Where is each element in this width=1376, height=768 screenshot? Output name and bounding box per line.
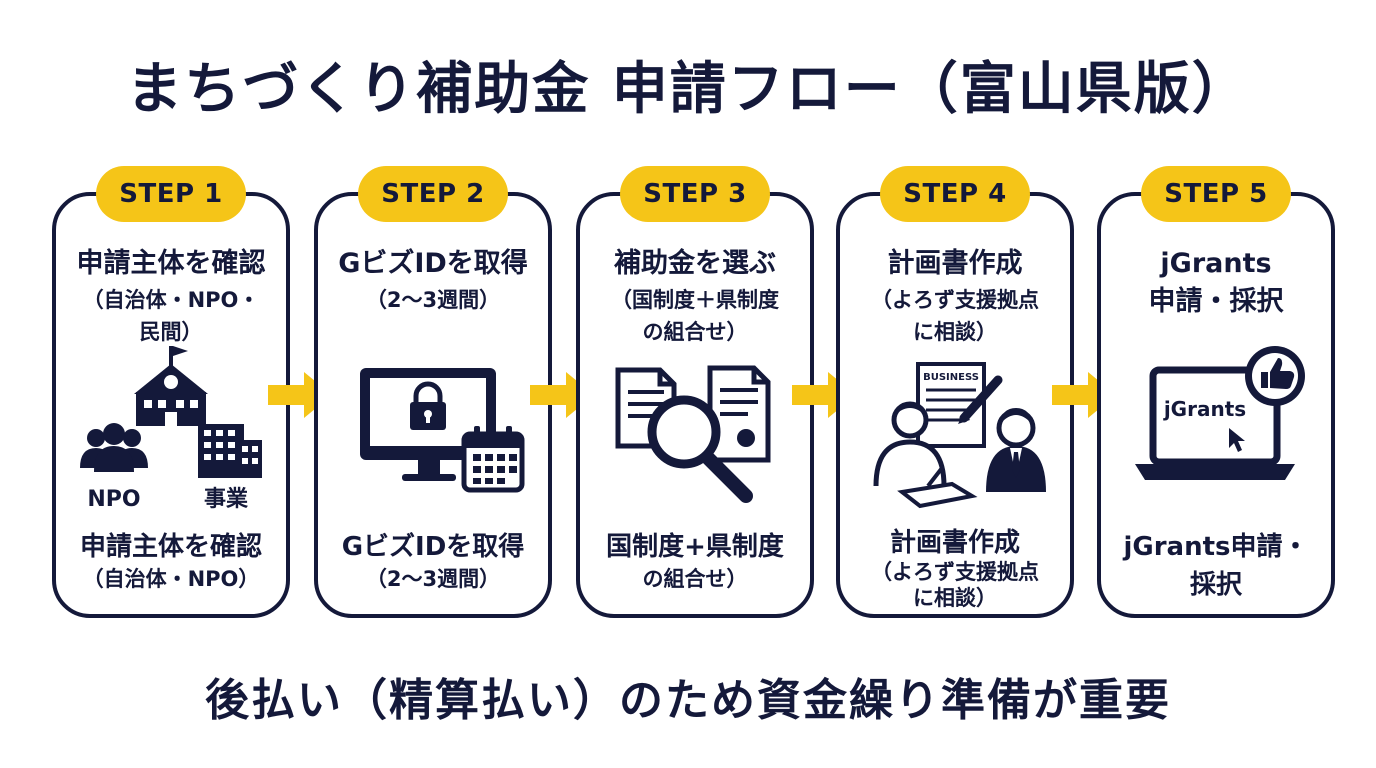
step-heading: 申請主体を確認 (76, 248, 266, 279)
step2-illustration (360, 368, 525, 493)
pen-icon (958, 375, 1003, 424)
step-badge: STEP 2 (358, 166, 508, 222)
step-bottom-line2: （2〜3週間） (365, 567, 501, 591)
step-bottom-line1: 国制度+県制度 (606, 532, 784, 562)
step-card-4: STEP 4 計画書作成 （よろず支援拠点 に相談） BUSINESS (836, 166, 1074, 618)
step-subtext-line1: （自治体・NPO・ (82, 288, 260, 312)
step-heading-line2: 申請・採択 (1148, 286, 1284, 317)
icon-label-business: 事業 (204, 486, 249, 512)
step-subtext-line1: （国制度＋県制度 (611, 288, 779, 312)
step-heading: 補助金を選ぶ (614, 248, 776, 279)
step-card-2: STEP 2 GビズIDを取得 （2〜3週間） GビズIDを取得 （2〜3週間） (314, 166, 552, 618)
step-badge: STEP 5 (1141, 166, 1291, 222)
step-heading: 計画書作成 (887, 248, 1023, 279)
person-writing-icon (873, 401, 978, 509)
school-building-icon (134, 346, 208, 426)
step-badge: STEP 4 (880, 166, 1030, 222)
thumbs-up-badge-icon (1245, 346, 1305, 406)
step-subtext-line2: 民間） (139, 320, 203, 344)
step-subtext-line1: （2〜3週間） (365, 288, 501, 312)
step-bottom-line1: 申請主体を確認 (79, 532, 262, 562)
step-subtext-line2: の組合せ） (642, 320, 748, 344)
people-group-icon (80, 423, 148, 472)
step-badge: STEP 3 (620, 166, 770, 222)
step5-illustration: jGrants (1135, 346, 1305, 480)
step-bottom-line2: （自治体・NPO） (82, 567, 260, 591)
laptop-icon: jGrants (1135, 366, 1295, 480)
step-bottom-line1: 計画書作成 (889, 528, 1020, 558)
step-subtext-line2: に相談） (913, 320, 997, 344)
step-bottom-line3: に相談） (913, 586, 997, 610)
step-bottom-line2: 採択 (1189, 570, 1242, 600)
business-doc-label: BUSINESS (923, 372, 979, 383)
step-card-3: STEP 3 補助金を選ぶ （国制度＋県制度 の組合せ） 国制度+県制度 の組合… (576, 166, 814, 618)
step-card-1: STEP 1 申請主体を確認 （自治体・NPO・ 民間） NPO (52, 166, 290, 618)
office-building-icon (198, 424, 262, 478)
page-title: まちづくり補助金 申請フロー（富山県版） (126, 57, 1250, 122)
icon-label-npo: NPO (87, 487, 140, 512)
step-bottom-line1: jGrants申請・ (1123, 532, 1309, 562)
step-subtext-line1: （よろず支援拠点 (871, 288, 1039, 312)
step3-illustration (615, 365, 771, 503)
advisor-icon (986, 408, 1046, 492)
step-bottom-line1: GビズIDを取得 (341, 532, 525, 562)
step-bottom-line2: の組合せ） (642, 567, 748, 591)
magnifier-icon (647, 395, 753, 503)
step-heading: GビズIDを取得 (338, 248, 528, 279)
cursor-icon (1229, 428, 1245, 452)
step1-illustration: NPO 事業 (80, 346, 262, 512)
calendar-icon (461, 426, 525, 493)
step-badge: STEP 1 (96, 166, 246, 222)
step4-illustration: BUSINESS (873, 362, 1046, 509)
screen-jgrants-text: jGrants (1163, 397, 1246, 421)
step-card-5: STEP 5 jGrants 申請・採択 jGrants jGrants申請・ … (1097, 166, 1335, 618)
step-heading: jGrants (1160, 248, 1272, 279)
footer-note: 後払い（精算払い）のため資金繰り準備が重要 (205, 675, 1171, 726)
step-bottom-line2: （よろず支援拠点 (871, 560, 1039, 584)
